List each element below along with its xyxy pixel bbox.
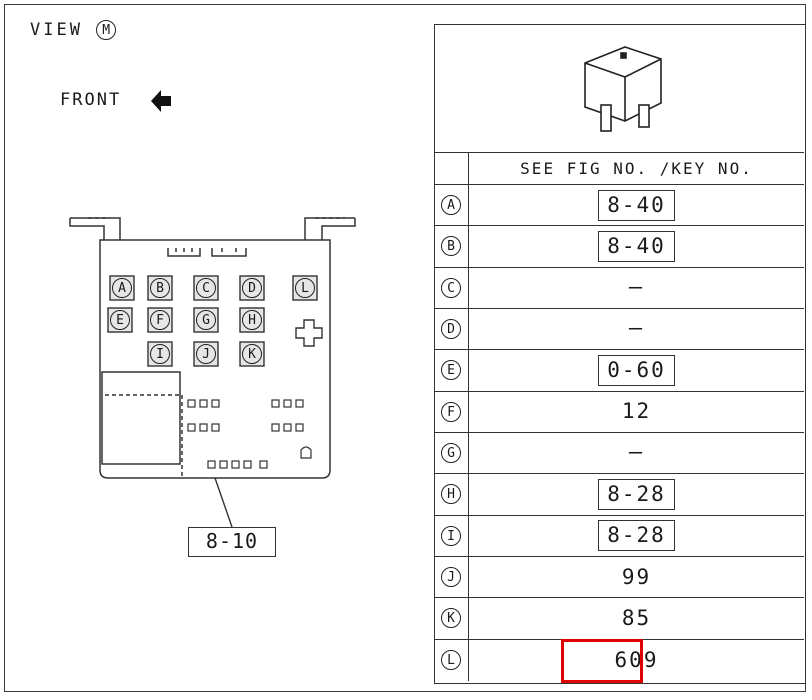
view-marker: M xyxy=(96,20,117,40)
key-letter: C xyxy=(441,277,461,298)
connector-callout: 8-10 xyxy=(188,527,276,557)
key-cell: H xyxy=(435,474,469,515)
terminal-label-j: J xyxy=(196,344,216,364)
key-letter: F xyxy=(441,401,461,422)
terminal-label-b: B xyxy=(150,278,170,298)
fig-key-reference: 8-40 xyxy=(598,230,675,262)
value-none: — xyxy=(628,440,645,466)
key-cell: G xyxy=(435,432,469,474)
value-cell: 12 xyxy=(469,392,804,432)
key-letter: E xyxy=(441,360,461,381)
key-cell: I xyxy=(435,515,469,556)
fig-key-reference: 0-60 xyxy=(598,354,675,386)
fig-key-reference: 8-40 xyxy=(598,189,675,221)
table-header: SEE FIG NO. /KEY NO. xyxy=(520,159,753,178)
value-cell: 8-40 xyxy=(469,185,804,225)
value-cell: — xyxy=(469,268,804,308)
key-letter: L xyxy=(441,649,461,670)
view-label-text: VIEW xyxy=(30,20,83,40)
table-row: K 85 xyxy=(435,598,804,640)
terminal-label-h: H xyxy=(242,310,262,330)
fig-key-reference: 12 xyxy=(621,399,652,424)
key-cell: B xyxy=(435,226,469,267)
value-cell: 8-40 xyxy=(469,226,804,266)
key-letter: B xyxy=(441,236,461,257)
key-cell: C xyxy=(435,267,469,308)
fig-key-reference: 8-28 xyxy=(598,520,675,552)
terminal-label-f: F xyxy=(150,310,170,330)
value-cell: 0-60 xyxy=(469,350,804,390)
key-cell: K xyxy=(435,598,469,639)
terminal-label-l: L xyxy=(295,278,315,298)
value-cell: 8-28 xyxy=(469,474,804,514)
header-key-column xyxy=(435,153,469,184)
table-row: G— xyxy=(435,432,804,475)
key-cell: J xyxy=(435,556,469,598)
value-cell: — xyxy=(469,433,804,473)
table-row: E 0-60 xyxy=(435,350,804,392)
terminal-label-e: E xyxy=(110,310,130,330)
relay-illustration-cell xyxy=(435,25,804,153)
table-row: F 12 xyxy=(435,391,804,433)
table-row: B 8-40 xyxy=(435,226,804,268)
value-none: — xyxy=(628,316,645,342)
terminal-label-a: A xyxy=(112,278,132,298)
key-cell: D xyxy=(435,308,469,350)
front-arrow-icon xyxy=(151,90,171,112)
terminal-label-i: I xyxy=(150,344,170,364)
table-header-row: SEE FIG NO. /KEY NO. xyxy=(435,153,804,185)
table-row: H 8-28 xyxy=(435,474,804,516)
key-letter: J xyxy=(441,566,461,587)
terminal-label-k: K xyxy=(242,344,262,364)
fig-key-reference: 85 xyxy=(621,605,652,630)
key-letter: G xyxy=(441,442,461,463)
key-cell: A xyxy=(435,185,469,226)
view-label: VIEW M xyxy=(30,20,117,40)
key-cell: L xyxy=(435,639,469,681)
relay-icon xyxy=(584,46,662,132)
table-row: C— xyxy=(435,267,804,309)
value-cell: 99 xyxy=(469,557,804,597)
value-cell: 8-28 xyxy=(469,516,804,556)
table-row: I 8-28 xyxy=(435,515,804,557)
key-letter: I xyxy=(441,525,461,546)
table-row: L 609 xyxy=(435,638,804,683)
table-row: D— xyxy=(435,308,804,351)
fig-key-reference: 609 xyxy=(614,647,659,672)
front-label: FRONT xyxy=(60,90,122,110)
key-letter: H xyxy=(441,484,461,505)
value-cell: 85 xyxy=(469,598,804,638)
terminal-label-g: G xyxy=(196,310,216,330)
fig-key-reference: 8-28 xyxy=(598,478,675,510)
terminal-label-c: C xyxy=(196,278,216,298)
key-cell: E xyxy=(435,350,469,391)
table-row: J 99 xyxy=(435,556,804,599)
terminal-label-d: D xyxy=(242,278,262,298)
key-letter: A xyxy=(441,195,461,215)
key-letter: K xyxy=(441,608,461,629)
key-cell: F xyxy=(435,391,469,432)
table-row: A 8-40 xyxy=(435,185,804,227)
value-none: — xyxy=(628,274,645,300)
fig-key-reference: 99 xyxy=(621,564,652,589)
value-cell: 609 xyxy=(469,640,804,681)
value-cell: — xyxy=(469,309,804,349)
highlight-box xyxy=(561,638,643,683)
key-letter: D xyxy=(441,318,461,339)
